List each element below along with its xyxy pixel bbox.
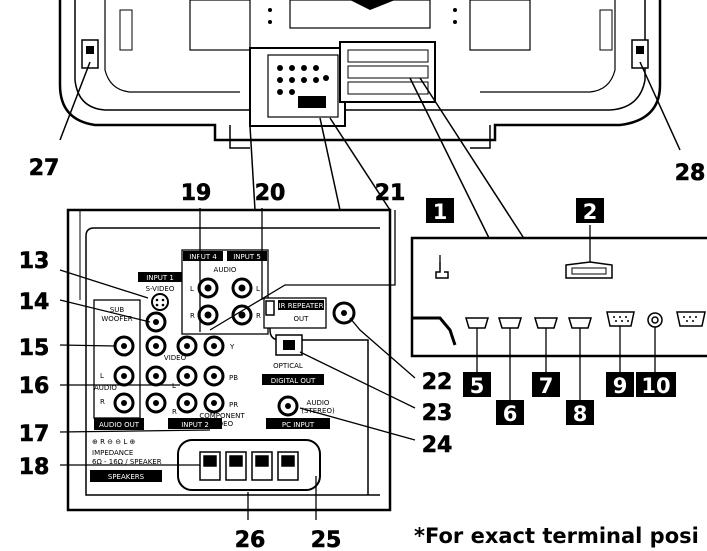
pc-audio-stereo: (STEREO) (301, 407, 335, 415)
input2-l: L (172, 382, 176, 390)
ir-repeater-out: OUT (294, 315, 310, 323)
digital-out-label: DIGITAL OUT (271, 377, 316, 385)
ir-repeater-label: IR REPEATER (279, 302, 324, 310)
sub-label: SUB (110, 306, 125, 314)
leader-lines (59, 61, 681, 241)
callout-28: 28 (675, 161, 706, 186)
input4-label: INPUT 4 (189, 253, 217, 261)
callout-15: 15 (19, 336, 50, 361)
input4-5-jacks (197, 277, 253, 326)
callout-23: 23 (422, 401, 453, 426)
callout-13: 13 (19, 249, 50, 274)
callout-21: 21 (375, 181, 406, 206)
audio-out-r: R (100, 398, 105, 406)
woofer-label: WOOFER (101, 315, 132, 323)
component-label: COMPONENT (199, 412, 245, 420)
component-pr: PR (229, 401, 238, 409)
speaker-polarity: ⊕ R ⊖ ⊖ L ⊕ (92, 438, 135, 446)
callout-numbers: 1 2 5 6 7 8 9 10 27 28 19 20 21 13 14 15… (18, 156, 706, 551)
speakers-label: SPEAKERS (108, 473, 145, 481)
callout-16: 16 (19, 374, 50, 399)
callout-10: 10 (641, 374, 670, 398)
component-video-label: VIDEO (211, 420, 234, 428)
input4-r: R (190, 312, 195, 320)
callout-5: 5 (470, 374, 485, 398)
video-small-label: VIDEO (164, 354, 187, 362)
callout-26: 26 (235, 528, 266, 551)
callout-8: 8 (573, 402, 588, 426)
pc-audio-label: AUDIO (307, 399, 330, 407)
audio-out-audio: AUDIO (94, 384, 117, 392)
input2-label: INPUT 2 (181, 421, 209, 429)
callout-25: 25 (311, 528, 342, 551)
input5-l: L (256, 285, 260, 293)
impedance-value: 6Ω - 16Ω / SPEAKER (92, 458, 162, 466)
audio-label-top: AUDIO (214, 266, 237, 274)
callout-6: 6 (503, 402, 518, 426)
svideo-label: S-VIDEO (146, 285, 175, 293)
input5-r: R (256, 312, 261, 320)
right-terminal-panel (410, 225, 707, 400)
callout-24: 24 (422, 433, 453, 458)
tv-rear-view (58, 0, 662, 149)
left-pointer-lines (59, 208, 416, 520)
input2-r: R (172, 408, 177, 416)
audio-out-label: AUDIO OUT (99, 421, 140, 429)
pc-input-label: PC INPUT (282, 421, 315, 429)
optical-label: OPTICAL (273, 362, 303, 370)
footnote: *For exact terminal posi (414, 524, 699, 548)
callout-19: 19 (181, 181, 212, 206)
callout-1: 1 (433, 200, 448, 224)
speaker-terminals (199, 451, 299, 481)
callout-22: 22 (422, 370, 453, 395)
callout-17: 17 (19, 422, 50, 447)
callout-20: 20 (255, 181, 286, 206)
callout-9: 9 (613, 374, 628, 398)
left-terminal-panel: INPUT 4 INPUT 5 AUDIO L R L R IR REPEATE… (66, 208, 392, 512)
component-pb: PB (229, 374, 238, 382)
component-y: Y (229, 343, 235, 351)
audio-out-l: L (100, 372, 104, 380)
input4-l: L (190, 285, 194, 293)
impedance-label: IMPEDANCE (92, 449, 133, 457)
callout-27: 27 (29, 156, 60, 181)
callout-2: 2 (583, 200, 598, 224)
callout-14: 14 (19, 290, 50, 315)
callout-7: 7 (539, 374, 554, 398)
callout-18: 18 (19, 455, 50, 480)
input1-label: INPUT 1 (146, 274, 174, 282)
input5-label: INPUT 5 (233, 253, 261, 261)
